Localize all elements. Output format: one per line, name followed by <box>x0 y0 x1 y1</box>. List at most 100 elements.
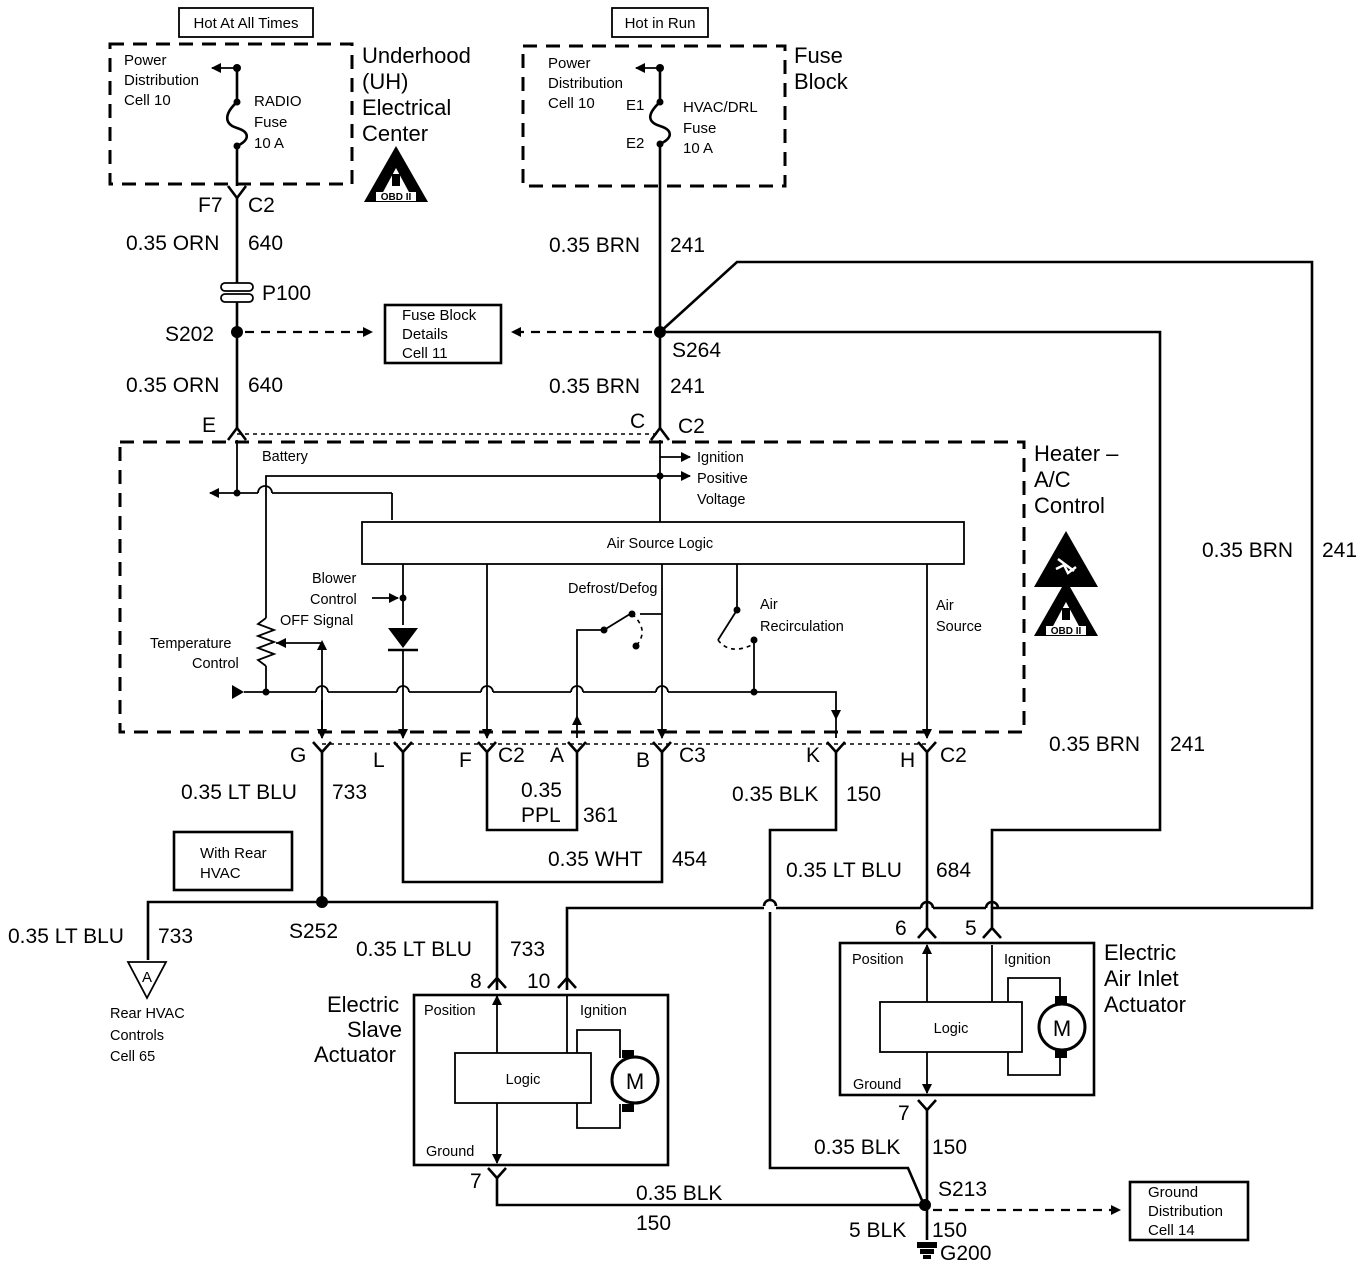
hvac-drl-fuse-icon <box>648 101 672 146</box>
wire-150-number-inlet: 150 <box>932 1136 967 1159</box>
wire-241-number-right: 241 <box>1322 539 1357 562</box>
uh-electrical-center: Power Distribution Cell 10 RADIO Fuse 10… <box>108 42 477 203</box>
svg-text:Fuse Block Details: Fuse Block Details Cell 11 <box>402 307 480 362</box>
slave-logic-block <box>454 1052 592 1104</box>
wire-733-number-slave: 733 <box>510 938 545 961</box>
svg-text:OBD II: OBD II <box>1051 626 1082 637</box>
svg-text:OBD II: OBD II <box>381 192 412 203</box>
hot-at-all-times-box: Hot At All Times <box>178 7 314 38</box>
svg-text:7: 7 <box>470 1170 482 1193</box>
wire-5blk-gauge: 5 BLK <box>849 1219 906 1242</box>
inlet-ground-label: Ground <box>853 1077 901 1093</box>
with-rear-hvac-box: With Rear HVAC <box>172 830 294 892</box>
connector-pins-inlet-top: 6 5 <box>895 917 1002 940</box>
ground-distribution-box: Ground Distribution Cell 14 <box>1128 1180 1250 1242</box>
svg-text:C2: C2 <box>498 744 525 767</box>
connector-pin-inlet-7: 7 <box>898 1099 937 1125</box>
wire-640-gauge-upper: 0.35 ORN <box>126 232 219 255</box>
s252-label: S252 <box>289 920 338 943</box>
wire-150-gauge-bottom: 0.35 BLK <box>636 1182 722 1205</box>
temperature-control-label: Temperature Control <box>150 636 239 672</box>
s202-label: S202 <box>165 323 214 346</box>
wire-241-number-lower: 241 <box>670 375 705 398</box>
connector-c-c2: C C2 <box>630 410 705 441</box>
wire-454-gauge: 0.35 WHT <box>548 848 643 871</box>
radio-fuse-label: RADIO Fuse 10 A <box>254 93 306 152</box>
wire-733-gauge-rear: 0.35 LT BLU <box>8 925 124 948</box>
svg-text:7: 7 <box>898 1102 910 1125</box>
svg-text:5: 5 <box>965 917 977 940</box>
radio-fuse-icon <box>225 101 249 148</box>
wire-640-gauge-lower: 0.35 ORN <box>126 374 219 397</box>
wire-684-number: 684 <box>936 859 971 882</box>
wire-733-number: 733 <box>332 781 367 804</box>
air-recirculation-label: Air Recirculation <box>760 597 844 635</box>
svg-text:F: F <box>459 749 472 772</box>
svg-text:M: M <box>1053 1016 1071 1041</box>
rear-hvac-controls-label: Rear HVAC Controls Cell 65 <box>110 1006 189 1065</box>
inlet-motor-icon: M <box>1037 996 1087 1058</box>
temperature-potentiometer-icon <box>255 617 277 667</box>
wire-361-number: 361 <box>583 804 618 827</box>
slave-position-label: Position <box>424 1003 476 1019</box>
wire-241-inner-branch <box>660 330 1162 908</box>
wire-241-gauge-right: 0.35 BRN <box>1202 539 1293 562</box>
wire-684-gauge: 0.35 LT BLU <box>786 859 902 882</box>
slave-motor-icon: M <box>610 1050 660 1112</box>
fuse-block-title: Fuse Block <box>794 43 849 94</box>
svg-text:G: G <box>290 744 306 767</box>
svg-text:A: A <box>550 744 564 767</box>
air-source-label: Air Source <box>936 598 982 635</box>
uh-center-title: Underhood (UH) Electrical Center <box>362 43 477 146</box>
inlet-actuator-title: Electric Air Inlet Actuator <box>1104 940 1186 1017</box>
inlet-logic-block <box>879 1001 1023 1053</box>
wire-361-gauge: 0.35 PPL <box>521 779 568 827</box>
fuse-block: Power Distribution Cell 10 E1 E2 HVAC/DR… <box>521 43 849 188</box>
s264-label: S264 <box>672 339 721 362</box>
wire-454-number: 454 <box>672 848 707 871</box>
svg-text:E1: E1 <box>626 97 644 114</box>
wire-361 <box>485 752 579 832</box>
wire-241-outer-branch <box>659 260 1314 930</box>
svg-text:8: 8 <box>470 970 482 993</box>
svg-text:B: B <box>636 749 650 772</box>
slave-logic-label: Logic <box>506 1072 541 1088</box>
wire-241-number-mid: 241 <box>1170 733 1205 756</box>
wire-733-number-rear: 733 <box>158 925 193 948</box>
wire-733-gauge-slave: 0.35 LT BLU <box>356 938 472 961</box>
svg-text:Ground Distribution: Ground Distribution Cell 14 <box>1148 1184 1227 1239</box>
svg-text:C: C <box>630 410 645 433</box>
electric-slave-actuator: Electric Slave Actuator Position Ignitio… <box>314 992 670 1167</box>
inlet-ignition-label: Ignition <box>1004 952 1051 968</box>
s213-label: S213 <box>938 1178 987 1201</box>
wire-150-gauge-inlet: 0.35 BLK <box>814 1136 900 1159</box>
hot-in-run-box: Hot in Run <box>611 7 709 38</box>
heater-ac-control: Heater – A/C Control OBD II Battery Igni… <box>118 440 1119 739</box>
blower-control-label: Blower Control OFF Signal <box>280 571 361 629</box>
p100-connector: P100 <box>220 282 311 305</box>
slave-actuator-title: Electric Slave Actuator <box>314 992 408 1067</box>
svg-text:C2: C2 <box>248 194 275 217</box>
wire-241-number-upper: 241 <box>670 234 705 257</box>
wire-5blk-number: 150 <box>932 1219 967 1242</box>
s213-splice <box>919 1199 931 1211</box>
wire-640-number-upper: 640 <box>248 232 283 255</box>
hot-in-run-label: Hot in Run <box>625 15 696 32</box>
s202-splice <box>231 326 243 338</box>
bottom-connectors: G L F C2 A B C3 K H C2 <box>290 741 967 772</box>
svg-text:M: M <box>626 1069 644 1094</box>
air-source-logic-label: Air Source Logic <box>607 536 713 552</box>
wire-150-number-k: 150 <box>846 783 881 806</box>
svg-text:A: A <box>142 969 152 986</box>
connector-pins-slave-top: 8 10 <box>470 970 577 993</box>
diode-icon <box>388 628 418 648</box>
svg-text:F7: F7 <box>198 194 223 217</box>
hot-at-all-times-label: Hot At All Times <box>193 15 298 32</box>
wire-241-gauge-mid: 0.35 BRN <box>1049 733 1140 756</box>
svg-text:L: L <box>373 749 385 772</box>
wire-733-gauge: 0.35 LT BLU <box>181 781 297 804</box>
svg-text:H: H <box>900 749 915 772</box>
electric-air-inlet-actuator: Electric Air Inlet Actuator Position Ign… <box>838 940 1186 1097</box>
ignition-positive-voltage-label: Ignition Positive Voltage <box>697 450 752 508</box>
